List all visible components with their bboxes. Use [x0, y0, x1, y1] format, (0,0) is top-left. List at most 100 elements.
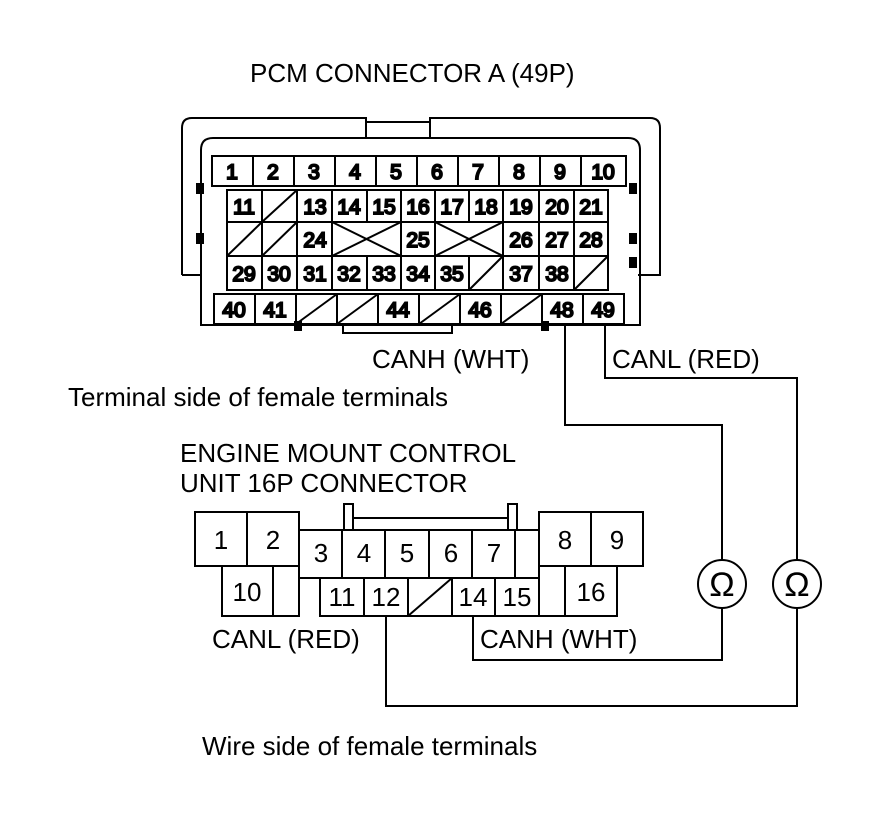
wire-canl-emcu [385, 608, 798, 707]
pcm-pin: 40 [222, 299, 245, 322]
pcm-key [629, 233, 637, 244]
pcm-pin: 32 [337, 263, 360, 286]
pcm-housing-outer [181, 117, 661, 276]
pcm-key [629, 183, 637, 194]
emcu-title-line2: UNIT 16P CONNECTOR [180, 468, 468, 498]
emcu-pins: 1 2 3 4 5 6 7 8 9 10 11 12 14 15 16 [214, 525, 624, 612]
blank-slot-mark [226, 221, 263, 257]
pcm-pin: 4 [349, 161, 361, 184]
pcm-terminal-grid: 1 2 3 4 5 6 7 8 9 10 11 13 14 15 16 17 1… [211, 155, 627, 325]
ohm-icon: Ω [784, 566, 809, 604]
blank-slot-cross [331, 221, 402, 257]
pcm-pin: 15 [372, 196, 395, 219]
pcm-pin: 5 [390, 161, 402, 184]
pcm-key [196, 183, 204, 194]
pcm-pin: 44 [386, 299, 410, 322]
pcm-pin: 38 [545, 263, 568, 286]
pcm-pin: 29 [232, 263, 255, 286]
ohmmeter-canl: Ω [772, 559, 822, 609]
emcu-pin: 9 [610, 525, 624, 555]
emcu-pin: 1 [214, 525, 228, 555]
blank-slot-mark [295, 293, 338, 325]
emcu-pin: 14 [459, 582, 488, 612]
pcm-pin: 16 [406, 196, 429, 219]
pcm-pin: 6 [431, 161, 443, 184]
blank-slot-mark [468, 255, 504, 291]
pcm-pin: 21 [579, 196, 602, 219]
pcm-pin: 49 [591, 299, 614, 322]
pcm-pin: 34 [406, 263, 430, 286]
emcu-pin: 11 [329, 582, 356, 612]
pcm-pin: 3 [308, 161, 320, 184]
emcu-title-line1: ENGINE MOUNT CONTROL [180, 438, 516, 468]
emcu-connector [194, 503, 644, 617]
pcm-pin: 17 [440, 196, 463, 219]
blank-slot-mark [407, 577, 453, 617]
blank-slot-mark [418, 293, 461, 325]
pcm-pin: 1 [226, 161, 238, 184]
emcu-latch [343, 503, 354, 530]
pcm-pin: 9 [554, 161, 566, 184]
emcu-pin: 8 [558, 525, 572, 555]
pcm-pin: 2 [267, 161, 279, 184]
ohmmeter-canh: Ω [697, 559, 747, 609]
pcm-pin: 26 [509, 229, 532, 252]
pcm-pin: 48 [550, 299, 573, 322]
emcu-pin: 2 [266, 525, 280, 555]
emcu-pin: 12 [372, 582, 401, 612]
pcm-canh-label: CANH (WHT) [372, 344, 529, 374]
pcm-view-label: Terminal side of female terminals [68, 382, 448, 412]
pcm-pin: 28 [579, 229, 602, 252]
blank-slot-mark [500, 293, 543, 325]
emcu-pin: 4 [357, 538, 371, 568]
wire-canh-emcu [472, 608, 723, 661]
wires [385, 324, 798, 707]
emcu-pin: 3 [314, 538, 328, 568]
meter-circle [697, 559, 747, 609]
pcm-pin: 8 [513, 161, 525, 184]
blank-slot-mark [336, 293, 379, 325]
pcm-pin: 41 [263, 299, 286, 322]
pcm-pin: 14 [337, 196, 361, 219]
wire-canl-pcm [604, 324, 798, 560]
emcu-pin: 6 [444, 538, 458, 568]
emcu-pin: 15 [503, 582, 532, 612]
pcm-housing-inner [200, 137, 641, 326]
pcm-pin: 10 [591, 161, 614, 184]
pcm-pin: 13 [303, 196, 326, 219]
emcu-pin: 16 [577, 577, 606, 607]
emcu-pin: 10 [233, 577, 262, 607]
wire-canh-pcm [564, 324, 723, 560]
pcm-pin: 35 [440, 263, 463, 286]
emcu-canl-label: CANL (RED) [212, 624, 360, 654]
emcu-pin: 7 [487, 538, 501, 568]
emcu-latch [507, 503, 518, 530]
ohm-icon: Ω [709, 566, 734, 604]
pcm-key [541, 321, 549, 331]
blank-slot-mark [261, 189, 298, 223]
pcm-pin: 33 [372, 263, 395, 286]
pcm-pin: 20 [545, 196, 568, 219]
pcm-pin: 25 [406, 229, 429, 252]
pcm-pin: 30 [267, 263, 290, 286]
pcm-connector [181, 117, 661, 334]
meter-circle [772, 559, 822, 609]
pcm-latch [365, 121, 431, 139]
emcu-pin: 5 [400, 538, 414, 568]
pcm-key [629, 257, 637, 268]
pcm-pin: 31 [303, 263, 326, 286]
pcm-pin: 24 [303, 229, 327, 252]
pcm-key [196, 233, 204, 244]
blank-slot-mark [573, 255, 609, 291]
pcm-pin: 11 [233, 196, 255, 219]
pcm-pin: 18 [474, 196, 497, 219]
pcm-title: PCM CONNECTOR A (49P) [250, 58, 575, 88]
pcm-canl-label: CANL (RED) [612, 344, 760, 374]
pcm-pin: 46 [468, 299, 491, 322]
emcu-view-label: Wire side of female terminals [202, 731, 537, 761]
pcm-pin: 7 [472, 161, 484, 184]
blank-slot-mark [261, 221, 298, 257]
pcm-pin: 37 [509, 263, 532, 286]
